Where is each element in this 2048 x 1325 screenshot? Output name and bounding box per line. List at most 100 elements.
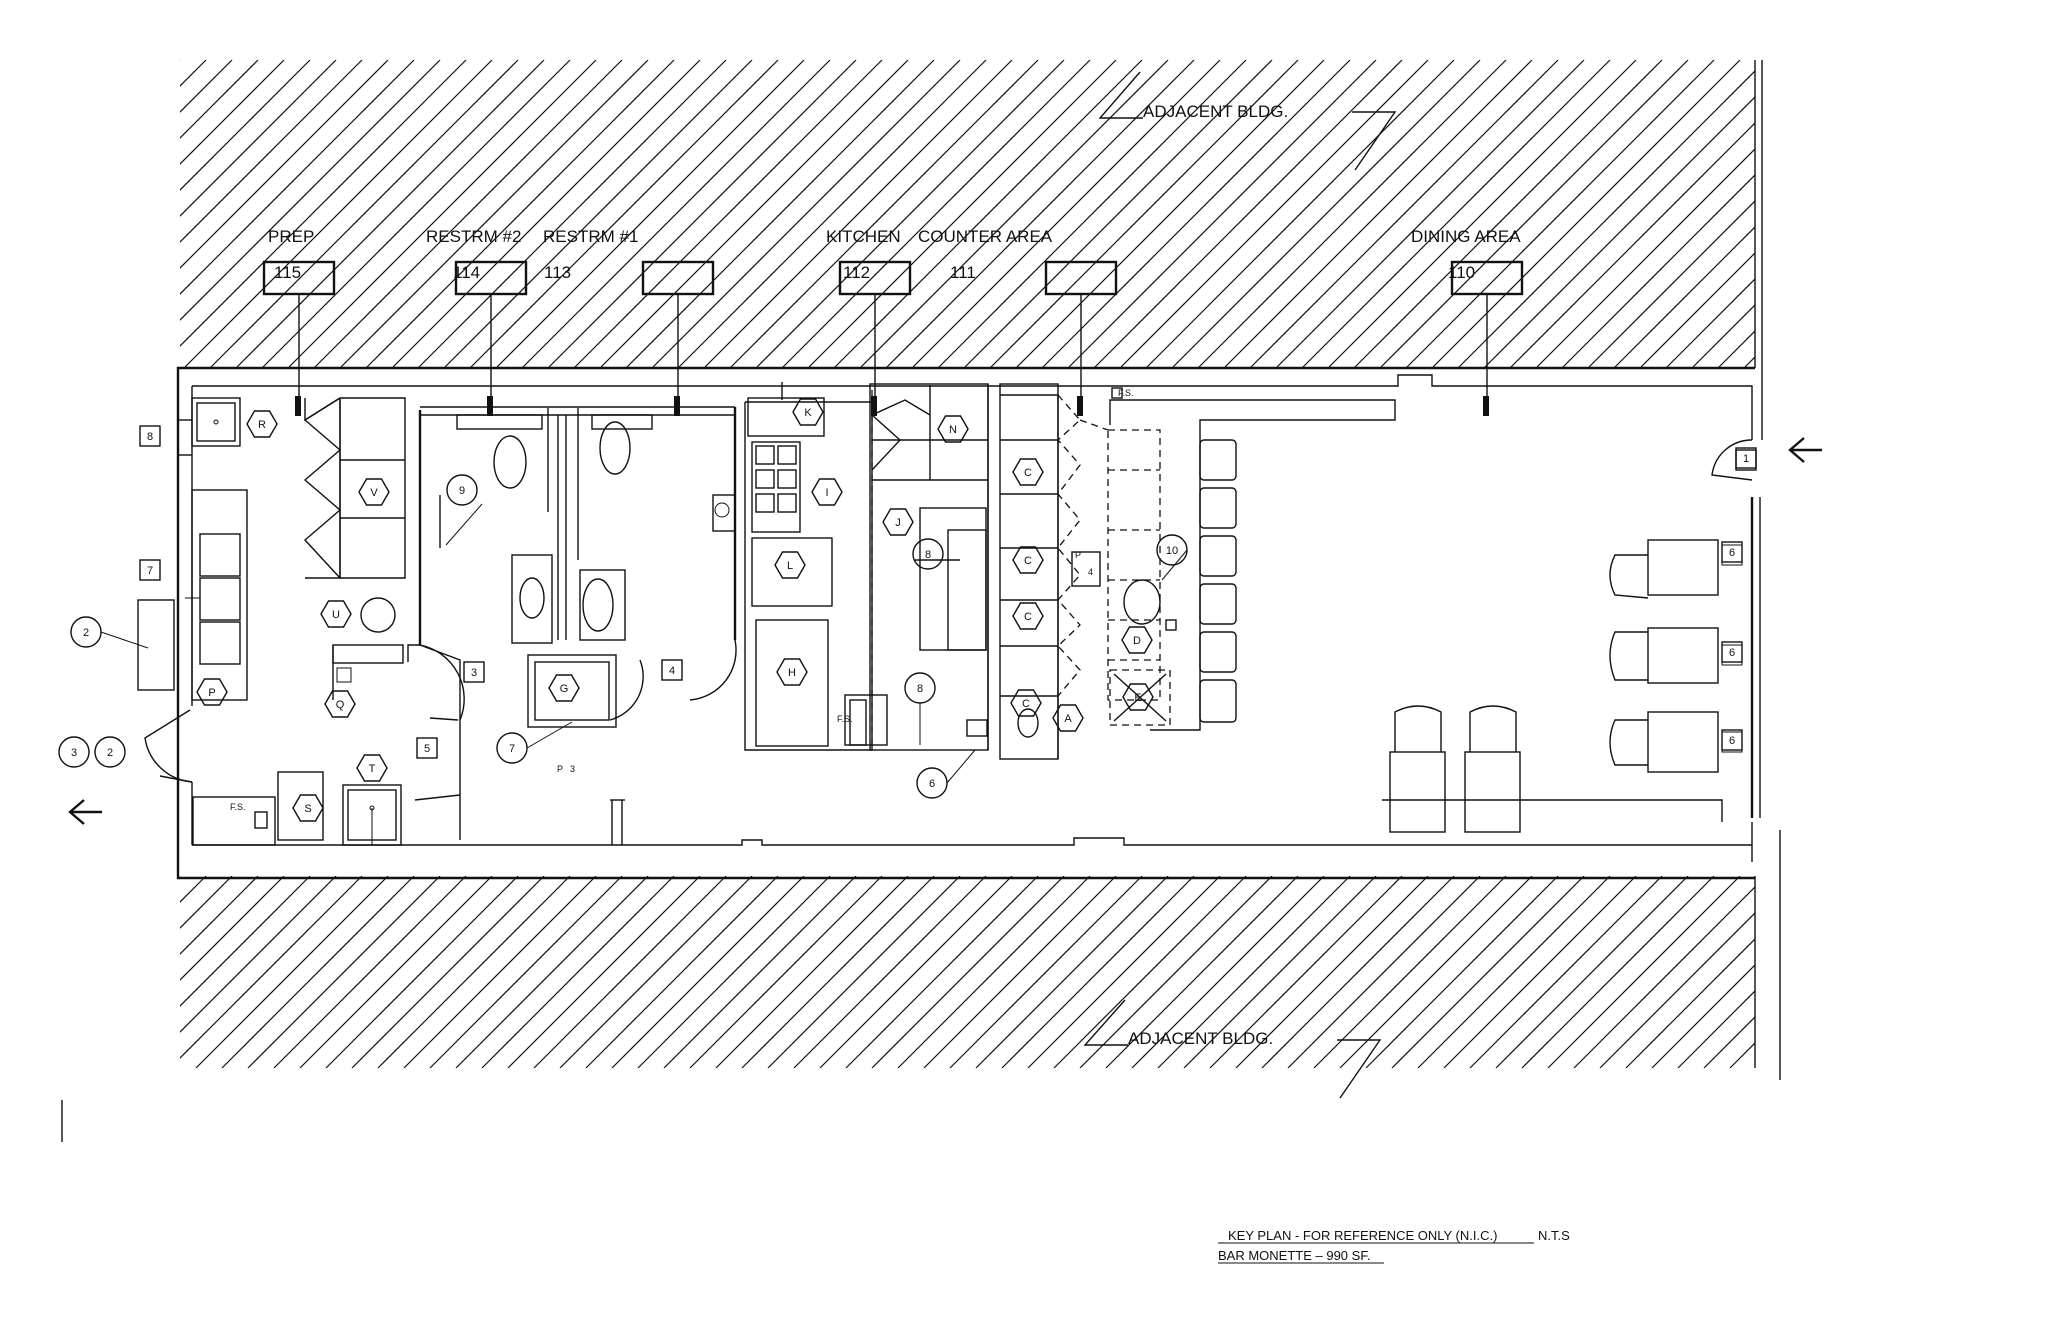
keynote-tag: 6 <box>1721 641 1743 663</box>
keynote-label: 5 <box>424 743 430 755</box>
equipment-tag: A <box>1052 704 1084 732</box>
equipment-tag: G <box>548 674 580 702</box>
equipment-tag-label: E <box>1134 692 1141 704</box>
small-label: F.S. <box>837 714 853 724</box>
key-plan-note: KEY PLAN - FOR REFERENCE ONLY (N.I.C.) N… <box>1218 1228 1570 1264</box>
equipment-tag: D <box>1121 626 1153 654</box>
equipment-tag: C <box>1012 546 1044 574</box>
keynote-tag: 6 <box>1721 541 1743 563</box>
keynote-label: 4 <box>669 665 675 677</box>
room-name-dining-area: DINING AREA <box>1411 227 1521 246</box>
equipment-tag-label: H <box>788 667 796 679</box>
room-number-restroom-2: 114 <box>453 263 480 282</box>
room-number-dining-area: 110 <box>1448 263 1475 282</box>
adjacent-building-label-top: ADJACENT BLDG. <box>1143 102 1288 121</box>
equipment-tag: K <box>792 398 824 426</box>
room-name-restroom-1: RESTRM #1 <box>543 227 638 246</box>
exit-arrow-icon <box>68 799 102 825</box>
keynote-label: 9 <box>459 485 465 497</box>
equipment-tags: R V U P Q S T G K I L H J N C C C C D E A <box>196 398 1154 822</box>
equipment-tag-label: N <box>949 424 957 436</box>
keynote-leader <box>946 749 976 784</box>
equipment-tag: E <box>1122 683 1154 711</box>
keynote-label: 1 <box>1743 453 1749 465</box>
equipment-tag: T <box>356 754 388 782</box>
room-number-kitchen: 112 <box>843 263 870 282</box>
keynote-tag: 3 <box>463 661 485 683</box>
equipment-tag-label: I <box>825 487 828 499</box>
equipment-tag: R <box>246 410 278 438</box>
keynote-tag: 8 <box>904 672 936 704</box>
equipment-tag-label: L <box>787 560 793 572</box>
equipment-tag: U <box>320 600 352 628</box>
adjacent-building-hatch-bottom <box>180 876 1755 1068</box>
keynote-label: 8 <box>147 431 153 443</box>
dining-furniture <box>1389 539 1743 833</box>
doors <box>144 439 1757 783</box>
equipment-tag: N <box>937 415 969 443</box>
room-number-restroom-1: 113 <box>544 263 571 282</box>
entry-arrow-icon <box>1788 437 1822 463</box>
keynote-tag: 1 <box>1735 447 1757 469</box>
exterior-walls <box>176 366 1755 880</box>
room-name-restroom-2: RESTRM #2 <box>426 227 521 246</box>
kitchen-equipment <box>747 385 988 750</box>
equipment-tag-label: R <box>258 419 266 431</box>
room-number-prep: 115 <box>274 263 301 282</box>
room-name-kitchen: KITCHEN <box>826 227 901 246</box>
equipment-tag: S <box>292 794 324 822</box>
keynote-label: 7 <box>509 743 515 755</box>
keynote-label: 6 <box>1729 735 1735 747</box>
equipment-tag-label: S <box>304 803 311 815</box>
adjacent-building-label-bottom: ADJACENT BLDG. <box>1128 1029 1273 1048</box>
small-label: P <box>1075 550 1081 560</box>
keynote-leader <box>100 631 149 649</box>
keynote-label: 7 <box>147 565 153 577</box>
keynote-leader <box>1161 549 1188 581</box>
small-label: F.S. <box>1118 388 1134 398</box>
equipment-tag-label: D <box>1133 635 1141 647</box>
equipment-tag: H <box>776 658 808 686</box>
equipment-tag-label: T <box>369 763 376 775</box>
equipment-tag-label: V <box>370 487 378 499</box>
keynote-tag: 8 <box>912 538 944 570</box>
keynote-label: 2 <box>83 627 89 639</box>
keynote-tag: 3 <box>58 736 90 768</box>
equipment-tag-label: C <box>1022 698 1030 710</box>
equipment-tag: P <box>196 678 228 706</box>
restroom-fixtures <box>439 408 736 728</box>
keynote-label: 6 <box>1729 647 1735 659</box>
keynote-label: 3 <box>71 747 77 759</box>
equipment-tag-label: J <box>895 517 901 529</box>
room-labels: PREP 115 RESTRM #2 114 RESTRM #1 113 KIT… <box>268 227 1521 282</box>
equipment-tag-label: C <box>1024 611 1032 623</box>
keynote-label: 8 <box>925 549 931 561</box>
key-plan-project: BAR MONETTE – 990 SF. <box>1218 1248 1370 1263</box>
storefront-window <box>1750 497 1761 818</box>
key-plan-scale: N.T.S <box>1538 1228 1570 1243</box>
key-plan-title: KEY PLAN - FOR REFERENCE ONLY (N.I.C.) <box>1228 1228 1497 1243</box>
equipment-tag: V <box>358 478 390 506</box>
small-label: F.S. <box>230 802 246 812</box>
equipment-tag: C <box>1012 602 1044 630</box>
equipment-tag: J <box>882 508 914 536</box>
equipment-tag: C <box>1010 689 1042 717</box>
keynote-tag: 10 <box>1156 534 1188 566</box>
small-label: P <box>557 764 563 774</box>
equipment-tag: C <box>1012 458 1044 486</box>
keynote-label: 6 <box>929 778 935 790</box>
room-name-counter-area: COUNTER AREA <box>918 227 1053 246</box>
keynote-tag: 8 <box>139 425 161 447</box>
keynote-label: 10 <box>1166 545 1178 557</box>
keynote-tag: 7 <box>496 732 528 764</box>
keynote-tag: 6 <box>916 767 948 799</box>
keynote-label: 6 <box>1729 547 1735 559</box>
keynote-leader <box>445 503 483 546</box>
equipment-tag-label: Q <box>336 699 345 711</box>
keynote-tag: 6 <box>1721 729 1743 751</box>
counter-equipment <box>1000 387 1237 738</box>
equipment-tag-label: P <box>208 687 215 699</box>
